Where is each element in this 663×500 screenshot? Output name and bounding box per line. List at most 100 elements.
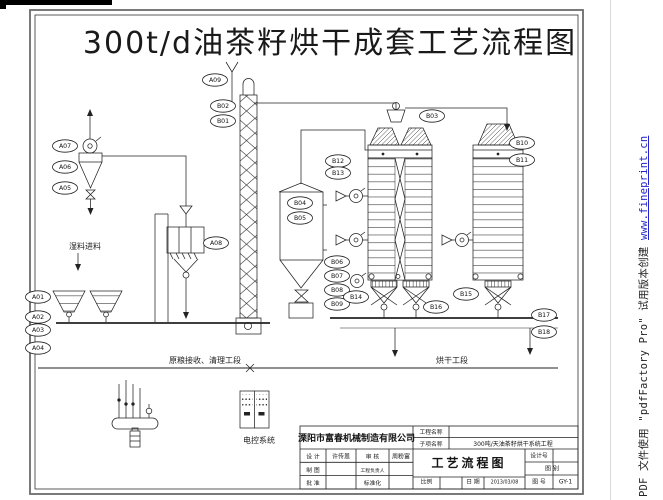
scale-label: 比例	[421, 478, 433, 486]
equipment-tag-b14: B14	[343, 290, 369, 304]
sheet-no-value: GY-1	[559, 479, 572, 486]
watermark-text: PDF 文件使用 "pdfFactory Pro" 试用版本创建	[638, 240, 650, 497]
svg-text:B07: B07	[331, 273, 343, 280]
equipment-tag-b01: B01	[210, 114, 236, 128]
svg-text:B16: B16	[430, 304, 442, 311]
drying-conveyor-lines	[330, 317, 558, 357]
equipment-tag-a02: A02	[25, 310, 51, 324]
date-label: 日 期	[466, 479, 480, 486]
burner-fan-unit-1	[335, 187, 368, 203]
subproject-name-value: 300吨/天油茶籽烘干系统工程	[473, 440, 552, 448]
svg-text:B06: B06	[331, 259, 343, 266]
svg-text:B18: B18	[538, 329, 550, 336]
equipment-tag-b11: B11	[509, 153, 535, 167]
equipment-tags-layer: A09B02B01A07A06A05A08A01A02A03A04B04B05B…	[25, 73, 557, 355]
designer-label: 设 计	[306, 453, 320, 461]
equipment-tag-b04: B04	[287, 196, 313, 210]
svg-text:A07: A07	[59, 143, 71, 150]
fuel-supply-unit	[111, 380, 159, 448]
title-block	[299, 425, 579, 490]
svg-text:B10: B10	[516, 140, 528, 147]
svg-text:B08: B08	[331, 287, 343, 294]
category-label: 图 别	[545, 465, 559, 473]
equipment-tag-b16: B16	[423, 300, 449, 314]
drawing-main-title: 300t/d油茶籽烘干成套工艺流程图	[83, 26, 577, 61]
svg-text:B12: B12	[332, 158, 344, 165]
section-divider-line	[38, 363, 558, 373]
cyclone-separator	[78, 109, 187, 215]
equipment-tag-b02: B02	[210, 99, 236, 113]
equipment-tag-b12: B12	[325, 154, 351, 168]
svg-text:A03: A03	[32, 327, 44, 334]
equipment-tag-b05: B05	[287, 211, 313, 225]
equipment-tag-b10: B10	[509, 136, 535, 150]
standardization-label: 标准化	[364, 479, 382, 487]
equipment-tag-b18: B18	[531, 325, 557, 339]
equipment-tag-b09: B09	[324, 297, 350, 311]
burner-fan-unit-3	[441, 231, 473, 247]
svg-text:B01: B01	[217, 118, 229, 125]
equipment-tag-a08: A08	[203, 236, 229, 250]
svg-text:B09: B09	[331, 301, 343, 308]
scan-artifact-corner	[0, 0, 6, 9]
checker-value: 周粉富	[392, 453, 410, 461]
equipment-tag-a03: A03	[25, 323, 51, 337]
svg-text:A08: A08	[210, 240, 222, 247]
cleaning-sieve	[166, 205, 205, 319]
approve-label: 批 准	[306, 479, 320, 487]
drawing-type-title: 工艺流程图	[431, 455, 506, 470]
equipment-tag-b17: B17	[531, 308, 557, 322]
checker-label: 审 核	[366, 453, 380, 461]
receiving-hoppers	[52, 290, 123, 322]
scan-artifact-strip	[0, 0, 112, 5]
svg-text:B02: B02	[217, 103, 229, 110]
svg-text:A09: A09	[209, 77, 221, 84]
svg-text:B03: B03	[426, 113, 438, 120]
svg-text:B15: B15	[460, 291, 472, 298]
sheet-no-label: 图 号	[532, 478, 546, 486]
draft-label: 制 图	[306, 466, 320, 474]
control-system-label: 电控系统	[243, 435, 275, 445]
equipment-tag-b03: B03	[419, 109, 445, 123]
svg-text:B14: B14	[350, 294, 362, 301]
subproject-name-label: 子项名称	[419, 440, 442, 448]
equipment-tag-b08: B08	[324, 283, 350, 297]
wet-feed-label: 湿料进料	[69, 241, 101, 251]
dust-collector	[278, 129, 368, 319]
drying-tower-1	[367, 127, 433, 318]
bucket-elevator	[235, 78, 397, 335]
svg-text:A06: A06	[59, 164, 71, 171]
svg-text:B17: B17	[538, 312, 550, 319]
pdf-watermark: PDF 文件使用 "pdfFactory Pro" 试用版本创建 www.fin…	[636, 35, 651, 497]
project-name-label: 工程名称	[419, 428, 442, 436]
svg-text:B05: B05	[294, 215, 306, 222]
equipment-tag-a04: A04	[25, 341, 51, 355]
equipment-tag-b13: B13	[325, 166, 351, 180]
section-label-cleaning: 原粮接收、清理工段	[169, 355, 241, 365]
equipment-tag-a06: A06	[52, 160, 78, 174]
equipment-tag-a07: A07	[52, 139, 78, 153]
equipment-tag-b07: B07	[324, 269, 350, 283]
company-name: 溧阳市富春机械制造有限公司	[298, 432, 415, 444]
process-equipment-layer	[38, 61, 558, 448]
aspiration-fan	[350, 272, 367, 288]
svg-text:A04: A04	[32, 345, 44, 352]
svg-text:B13: B13	[332, 170, 344, 177]
svg-text:B04: B04	[294, 200, 306, 207]
vent-y-piece	[225, 61, 239, 103]
wet-feed-arrow	[75, 253, 81, 271]
paper-edge-line	[610, 0, 611, 500]
control-cabinet	[239, 390, 270, 429]
designer-value: 许传恩	[332, 453, 350, 461]
fineprint-link[interactable]: www.fineprint.cn	[638, 135, 650, 240]
date-value: 2013/03/08	[491, 480, 519, 486]
design-no-label: 设计号	[530, 452, 548, 460]
equipment-tag-a09: A09	[202, 73, 228, 87]
svg-text:B11: B11	[516, 157, 528, 164]
project-manager-label: 工程负责人	[361, 467, 385, 474]
title-block-text: 溧阳市富春机械制造有限公司 工程名称 子项名称 300吨/天油茶籽烘干系统工程 …	[298, 428, 572, 487]
air-duct-pipes	[154, 213, 169, 322]
svg-text:A05: A05	[59, 185, 71, 192]
